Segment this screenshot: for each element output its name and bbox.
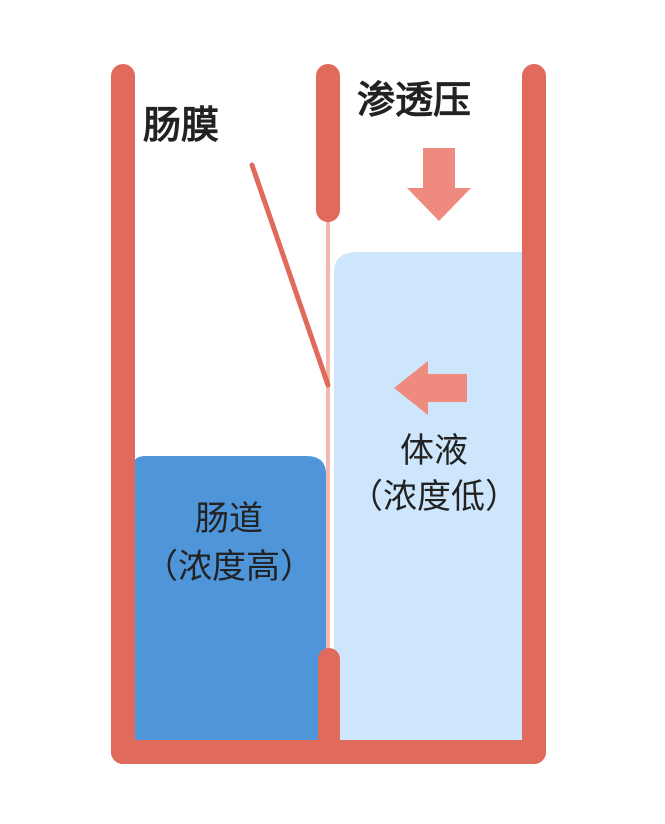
osmotic-pressure-label: 渗透压 [357, 78, 471, 122]
arrow-left-icon [394, 361, 467, 415]
membrane-pointer-line [249, 162, 331, 388]
body-fluid-label: 体液 [400, 431, 468, 471]
divider-bottom-pillar [318, 648, 340, 752]
container-right-wall [522, 64, 546, 764]
arrow-down-icon [407, 148, 471, 221]
intestine-concentration-label: （浓度高） [144, 547, 314, 587]
intestine-fluid [133, 456, 326, 742]
body-fluid [334, 252, 524, 742]
membrane-label: 肠膜 [143, 103, 219, 147]
body-fluid-concentration-label: （浓度低） [349, 477, 519, 517]
intestine-label: 肠道 [195, 499, 263, 539]
container-left-wall [111, 64, 135, 764]
divider-top-pillar [316, 64, 340, 222]
container-bottom [111, 740, 546, 764]
